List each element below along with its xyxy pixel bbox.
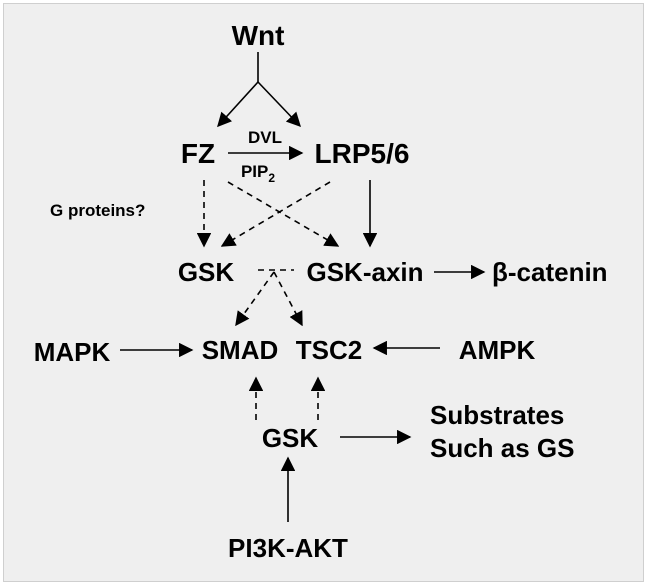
label-pip-subscript: 2 <box>268 171 275 185</box>
label-pip: PIP <box>241 162 268 181</box>
node-gsk-axin: GSK-axin <box>306 257 423 287</box>
label-pip2: PIP2 <box>241 162 275 185</box>
node-ampk: AMPK <box>459 335 536 365</box>
node-pi3k-akt: PI3K-AKT <box>228 533 348 563</box>
node-substrates-line1: Substrates <box>430 400 564 430</box>
edge-gsk-complex-to-tsc2 <box>273 271 303 327</box>
node-beta-catenin: β-catenin <box>492 257 608 287</box>
node-smad: SMAD <box>202 335 279 365</box>
edge-fz-to-gsk-axin <box>227 181 340 247</box>
label-dvl: DVL <box>248 128 282 147</box>
edge-wnt-to-fz <box>217 81 259 128</box>
node-fz: FZ <box>181 138 215 169</box>
edge-gsk-complex-to-smad <box>235 271 275 327</box>
node-substrates-line2: Such as GS <box>430 433 575 463</box>
edge-lrp-to-gsk <box>220 181 331 247</box>
node-wnt: Wnt <box>232 20 285 51</box>
node-gsk-top: GSK <box>178 257 235 287</box>
node-tsc2: TSC2 <box>296 335 362 365</box>
node-lrp5-6: LRP5/6 <box>315 138 410 169</box>
node-mapk: MAPK <box>34 337 111 367</box>
diagram-panel <box>3 3 644 582</box>
node-gsk-bottom: GSK <box>262 423 319 453</box>
label-g-proteins: G proteins? <box>50 201 145 220</box>
edge-wnt-to-lrp <box>257 81 301 128</box>
